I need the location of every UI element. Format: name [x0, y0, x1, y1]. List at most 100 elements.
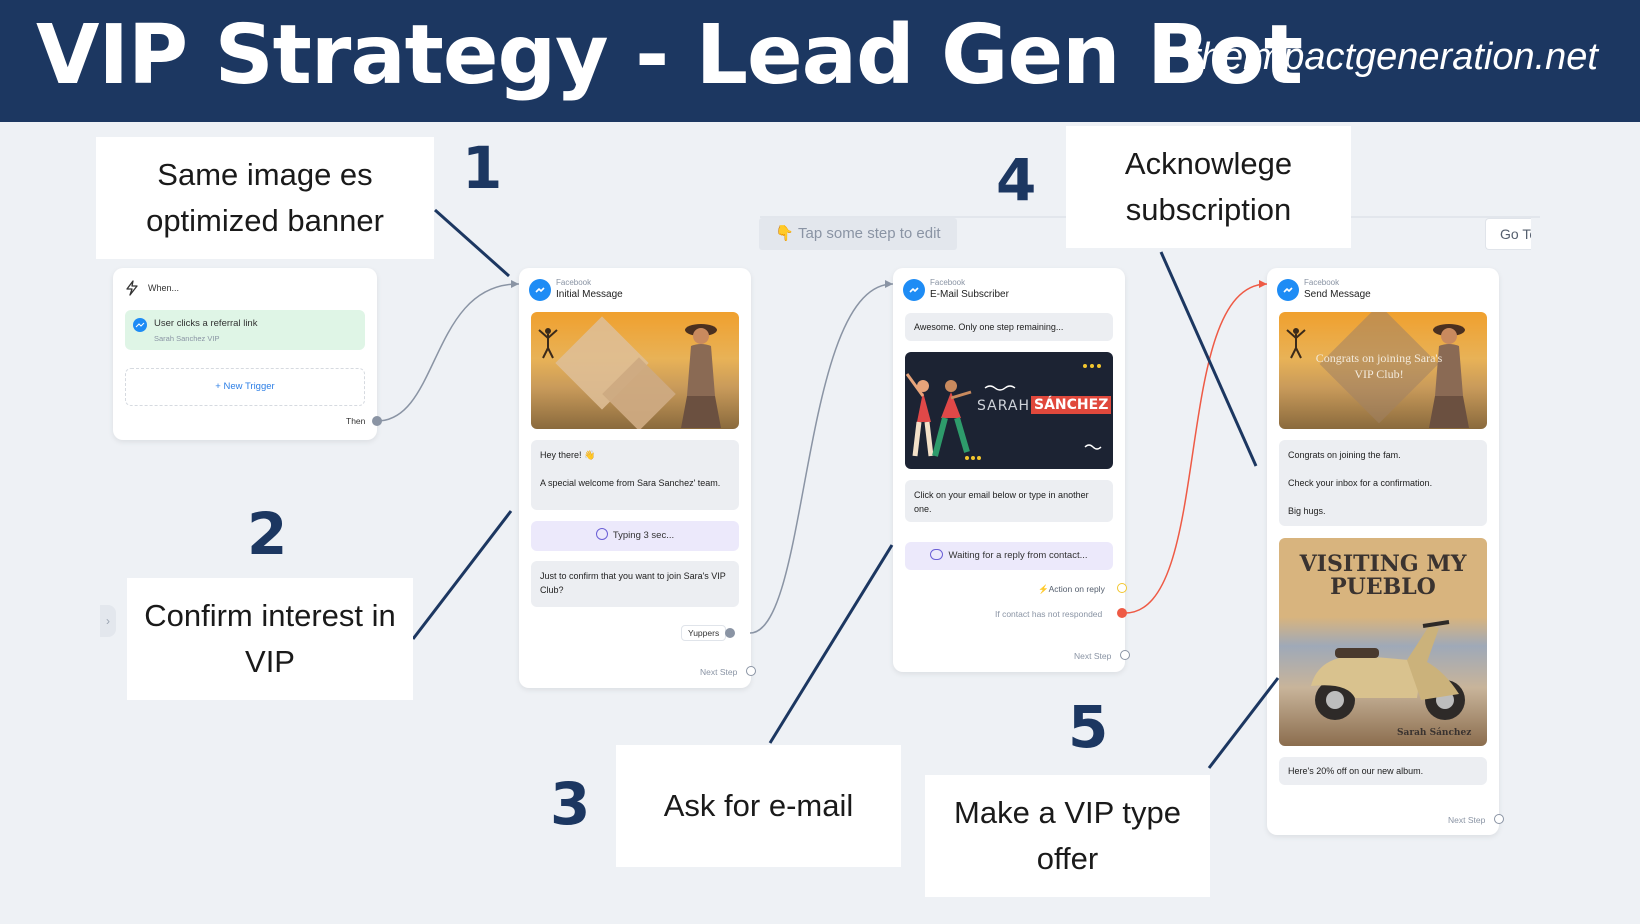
node-title: Initial Message [556, 289, 623, 300]
album-title-line1: VISITING MY [1299, 551, 1467, 577]
step-number-1: 1 [462, 134, 503, 202]
then-port[interactable] [372, 416, 382, 426]
waiting-label: Waiting for a reply from contact... [948, 550, 1088, 561]
connector-trigger-to-initial [376, 283, 520, 422]
callout-line-4 [1159, 251, 1258, 467]
callout-line-3 [768, 544, 894, 744]
tap-step-hint: 👇 Tap some step to edit [759, 218, 957, 250]
node-header: Facebook Initial Message [529, 278, 623, 301]
sidebar-expand-icon[interactable]: › [100, 605, 116, 637]
go-to-button[interactable]: Go To [1485, 218, 1531, 250]
person-silhouette-icon [1286, 328, 1306, 359]
trigger-node[interactable]: When... User clicks a referral link Sara… [113, 268, 382, 440]
album-signature: Sarah Sánchez [1397, 728, 1472, 738]
waiting-reply-indicator[interactable]: Waiting for a reply from contact... [905, 542, 1113, 570]
dancers-illustration-icon [905, 364, 1102, 460]
typing-indicator[interactable]: Typing 3 sec... [531, 521, 739, 551]
step-number-5: 5 [1068, 693, 1109, 761]
callout-text: Acknowlege subscription [1124, 146, 1293, 227]
not-responded-port[interactable] [1117, 608, 1127, 618]
congrats-image-text: Congrats on joining Sara's VIP Club! [1315, 351, 1443, 381]
not-responded-label: If contact has not responded [995, 609, 1103, 619]
next-step-label: Next Step [1074, 651, 1112, 661]
action-on-reply-port[interactable] [1117, 583, 1127, 593]
step-number-3: 3 [550, 770, 591, 838]
action-on-reply-label: ⚡Action on reply [1038, 584, 1105, 595]
message-text: Check your inbox for a confirmation. [1288, 478, 1433, 488]
message-text: Congrats on joining the fam. [1288, 450, 1401, 460]
node-header: Facebook E-Mail Subscriber [903, 278, 1009, 301]
trigger-text: User clicks a referral link [154, 318, 258, 329]
node-header: Facebook Send Message [1277, 278, 1371, 301]
message-bubble[interactable]: Just to confirm that you want to join Sa… [531, 561, 739, 607]
node-title: E-Mail Subscriber [930, 289, 1009, 300]
send-message-node[interactable]: Facebook Send Message Congrats on joinin… [1267, 268, 1504, 835]
callout-vip-offer: Make a VIP type offer [925, 775, 1210, 897]
messenger-icon [529, 278, 551, 301]
next-step-label: Next Step [1448, 815, 1486, 825]
sarah-name-left: SARAH [977, 398, 1030, 414]
message-bubble[interactable]: Congrats on joining the fam. Check your … [1279, 440, 1487, 526]
initial-message-node[interactable]: Facebook Initial Message Hey there! 👋 A … [519, 268, 756, 688]
message-text: Hey there! 👋 [540, 450, 596, 460]
callout-ask-email: Ask for e-mail [616, 745, 901, 867]
callout-text: Confirm interest in VIP [144, 598, 396, 679]
connector-initial-to-email [749, 283, 894, 634]
then-label: Then [346, 416, 366, 426]
message-text: Here's 20% off on our new album. [1288, 766, 1424, 776]
node-title: Send Message [1304, 289, 1371, 300]
messenger-icon [903, 278, 925, 301]
congrats-banner-image: Congrats on joining Sara's VIP Club! [1279, 312, 1487, 429]
callout-banner: Same image es optimized banner [96, 137, 434, 259]
callout-confirm-interest: Confirm interest in VIP [127, 578, 413, 700]
action-on-reply-text: Action on reply [1048, 584, 1105, 594]
trigger-sub: Sarah Sanchez VIP [154, 334, 220, 343]
sarah-name-right: SÁNCHEZ [1031, 396, 1112, 414]
woman-silhouette-icon [1429, 324, 1469, 428]
field-woman-image [531, 312, 739, 429]
email-subscriber-node[interactable]: Facebook E-Mail Subscriber Awesome. Only… [893, 268, 1130, 672]
connector-email-to-send [1124, 283, 1268, 614]
arrow-head-icon [885, 280, 893, 288]
message-bubble[interactable]: Hey there! 👋 A special welcome from Sara… [531, 440, 739, 510]
message-text: Big hugs. [1288, 506, 1326, 516]
next-step-port[interactable] [746, 666, 756, 676]
next-step-port[interactable] [1120, 650, 1130, 660]
node-source: Facebook [556, 278, 592, 287]
next-step-label: Next Step [700, 667, 738, 677]
clock-icon [595, 528, 608, 541]
message-text: Just to confirm that you want to join Sa… [540, 571, 726, 595]
header-banner: VIP Strategy - Lead Gen Bot theimpactgen… [0, 0, 1640, 122]
woman-silhouette-icon [681, 324, 721, 428]
yuppers-port[interactable] [725, 628, 735, 638]
lightning-icon: ⚡ [1038, 584, 1049, 594]
message-text: Awesome. Only one step remaining... [914, 322, 1064, 332]
referral-trigger[interactable]: User clicks a referral link Sarah Sanche… [125, 310, 365, 350]
callout-text: Ask for e-mail [663, 788, 854, 823]
callout-acknowledge: Acknowlege subscription [1066, 126, 1351, 248]
messenger-icon [1277, 278, 1299, 301]
node-source: Facebook [930, 278, 966, 287]
yuppers-button[interactable]: Yuppers [681, 625, 727, 641]
step-number-4: 4 [996, 146, 1037, 214]
callout-line-1 [434, 208, 510, 278]
lightning-icon [126, 280, 138, 296]
album-title-line2: PUEBLO [1330, 574, 1436, 600]
new-trigger-button[interactable]: + New Trigger [125, 368, 365, 406]
typing-label: Typing 3 sec... [612, 530, 675, 541]
message-bubble[interactable]: Click on your email below or type in ano… [905, 480, 1113, 522]
chat-icon [930, 548, 944, 560]
messenger-icon [133, 318, 147, 332]
message-text: A special welcome from Sara Sanchez' tea… [540, 478, 721, 488]
page-title: VIP Strategy - Lead Gen Bot [36, 8, 1303, 103]
arrow-head-icon [511, 280, 519, 288]
callout-line-2 [411, 510, 513, 640]
album-cover-image: VISITING MY PUEBLO Sarah Sánchez [1279, 538, 1487, 746]
next-step-port[interactable] [1494, 814, 1504, 824]
message-bubble[interactable]: Awesome. Only one step remaining... [905, 313, 1113, 341]
message-bubble[interactable]: Here's 20% off on our new album. [1279, 757, 1487, 785]
site-url: theimpactgeneration.net [1190, 36, 1598, 78]
when-label: When... [148, 283, 180, 293]
person-silhouette-icon [538, 328, 558, 359]
step-number-2: 2 [247, 500, 288, 568]
